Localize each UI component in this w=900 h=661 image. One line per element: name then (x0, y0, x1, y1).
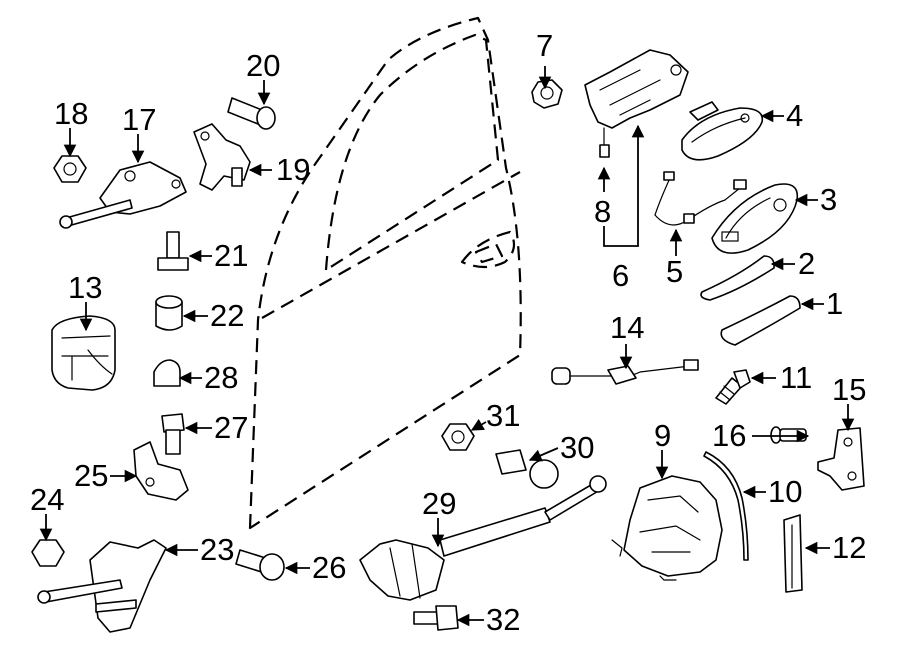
callout-9: 9 (654, 418, 671, 453)
part-10-rod (703, 451, 749, 561)
callout-2: 2 (798, 246, 815, 281)
part-18-nut (53, 155, 87, 183)
callout-10: 10 (768, 474, 802, 509)
part-13-trim-cap (51, 315, 116, 391)
callout-3: 3 (820, 182, 837, 217)
part-23-hinge-arm (37, 539, 167, 633)
part-16-screw (770, 426, 807, 444)
callout-17: 17 (122, 102, 156, 137)
part-31-nut (441, 423, 475, 451)
callout-25: 25 (74, 458, 108, 493)
callout-16: 16 (712, 418, 746, 453)
part-32-screw (413, 605, 459, 631)
part-28-cap (153, 359, 181, 387)
callout-4: 4 (786, 98, 803, 133)
callout-23: 23 (200, 532, 234, 567)
callout-12: 12 (832, 530, 866, 565)
callout-26: 26 (312, 550, 346, 585)
part-30-bolt (495, 449, 559, 489)
callout-11: 11 (780, 360, 812, 395)
callout-22: 22 (210, 298, 244, 333)
callout-29: 29 (422, 486, 456, 521)
callout-15: 15 (832, 372, 866, 407)
callout-6: 6 (612, 258, 629, 293)
part-19-bracket (193, 123, 251, 191)
callout-14: 14 (610, 310, 644, 345)
callout-19: 19 (276, 152, 310, 187)
part-27-bolt (161, 413, 185, 455)
part-22-bushing (155, 295, 183, 331)
callout-27: 27 (214, 410, 248, 445)
callout-30: 30 (560, 430, 594, 465)
part-24-nut (31, 539, 65, 567)
part-26-pin (235, 549, 285, 581)
part-4-outside-handle (681, 101, 764, 161)
part-20-pin (227, 97, 276, 130)
callout-8: 8 (594, 194, 611, 229)
callout-1: 1 (826, 286, 843, 321)
part-29-strut (359, 475, 607, 601)
callout-31: 31 (486, 398, 520, 433)
callout-20: 20 (246, 48, 280, 83)
part-3-handle-cover (711, 183, 799, 254)
door-outline (248, 16, 522, 530)
callout-24: 24 (30, 482, 64, 517)
part-9-lock-actuator (611, 475, 723, 581)
part-7-nut (531, 79, 563, 109)
callout-28: 28 (204, 360, 238, 395)
part-25-bracket (133, 441, 189, 501)
callout-18: 18 (54, 96, 88, 131)
part-1-trim-strip (720, 295, 801, 346)
part-15-striker (817, 427, 865, 491)
callout-7: 7 (536, 28, 553, 63)
part-12-seal (783, 514, 803, 593)
part-5-sensor-wire (654, 171, 747, 226)
callout-numbers: 1 2 3 4 5 6 7 8 9 10 11 12 13 14 15 16 1… (30, 28, 866, 637)
part-6-handle-carrier (584, 49, 689, 158)
callout-13: 13 (68, 270, 102, 305)
part-11-bolt (715, 369, 751, 405)
part-14-cable (551, 359, 699, 385)
callout-32: 32 (486, 602, 520, 637)
callout-21: 21 (214, 238, 248, 273)
part-17-door-check (59, 161, 187, 229)
callout-5: 5 (666, 254, 683, 289)
part-21-bolt (157, 231, 189, 271)
part-2-trim-strip (700, 255, 775, 301)
leader-lines (39, 66, 855, 627)
